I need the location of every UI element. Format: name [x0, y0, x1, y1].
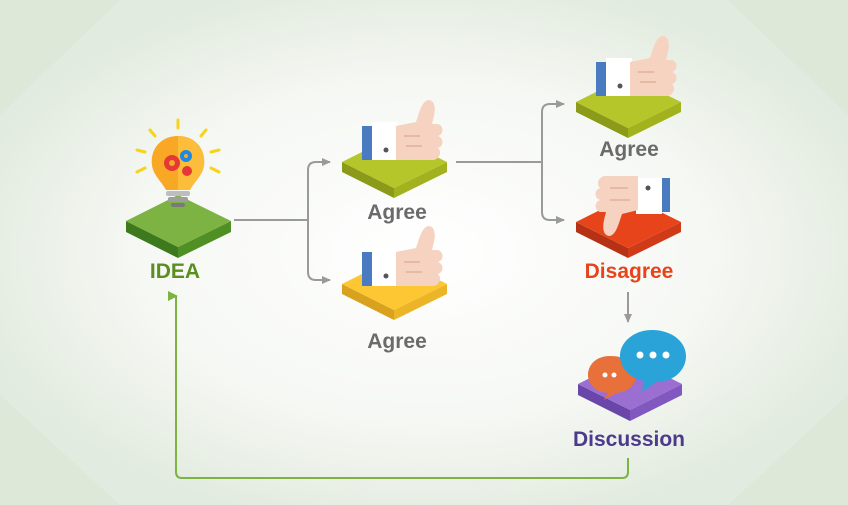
connector-idea-to-agree-bottom — [307, 220, 331, 284]
speech-bubbles-icon — [588, 330, 686, 400]
agree-top-label: Agree — [367, 201, 427, 224]
thumbs-up-icon — [362, 226, 443, 286]
disagree-label: Disagree — [584, 260, 674, 283]
connector-agree-to-agree — [456, 100, 565, 163]
lightbulb-gears-icon — [135, 118, 221, 207]
thumbs-up-icon — [596, 36, 677, 96]
agree-bottom-label: Agree — [367, 330, 427, 353]
idea-tile — [126, 195, 231, 258]
discussion-label: Discussion — [572, 428, 686, 451]
connectors — [234, 100, 632, 323]
connector-idea-to-agree-top — [234, 158, 331, 221]
connector-discussion-loop-to-idea — [168, 291, 629, 479]
connector-agree-to-disagree — [541, 162, 565, 224]
agree-right-label: Agree — [599, 138, 659, 161]
idea-label: IDEA — [149, 260, 201, 283]
thumbs-up-icon — [362, 100, 443, 160]
thumbs-down-icon — [595, 176, 670, 236]
